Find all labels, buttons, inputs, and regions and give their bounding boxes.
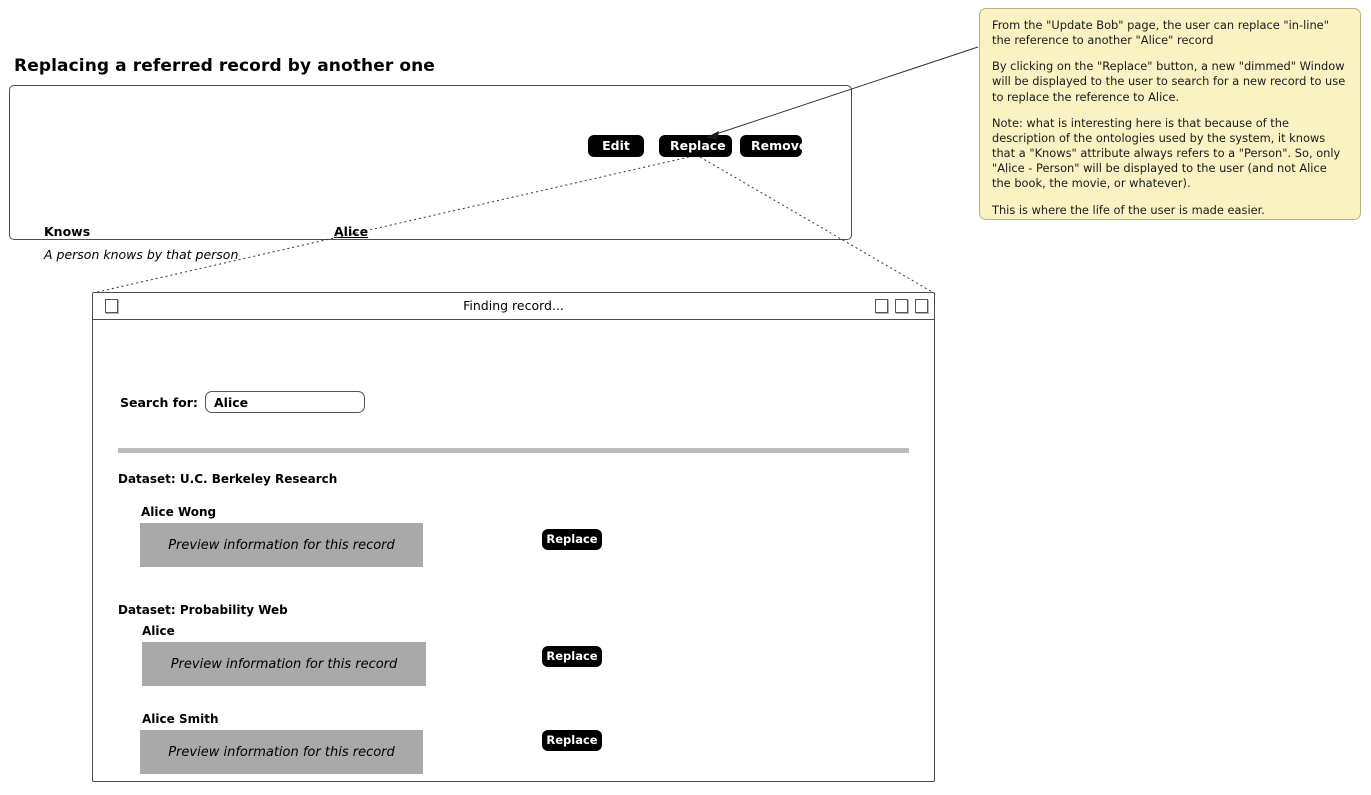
close-icon[interactable]	[915, 299, 928, 313]
annotation-paragraph: By clicking on the "Replace" button, a n…	[992, 59, 1346, 104]
dataset-title: Dataset: Probability Web	[118, 603, 288, 617]
record-preview-box: Preview information for this record	[140, 730, 423, 774]
record-preview-box: Preview information for this record	[142, 642, 426, 686]
search-input[interactable]	[205, 391, 365, 413]
annotation-paragraph: From the "Update Bob" page, the user can…	[992, 18, 1329, 48]
record-name: Alice Smith	[142, 712, 219, 726]
record-name: Alice Wong	[141, 505, 217, 519]
dialog-titlebar[interactable]: Finding record...	[93, 293, 934, 320]
record-name: Alice	[142, 624, 175, 638]
record-replace-button[interactable]: Replace	[542, 730, 602, 751]
attribute-value-link[interactable]: Alice	[334, 224, 369, 239]
record-preview-box: Preview information for this record	[140, 523, 423, 567]
edit-button[interactable]: Edit	[588, 135, 644, 157]
finding-record-dialog: Finding record... Search for: Dataset: U…	[92, 292, 935, 782]
section-divider	[118, 448, 909, 453]
record-replace-button[interactable]: Replace	[542, 529, 602, 550]
dialog-title: Finding record...	[463, 298, 564, 313]
replace-button[interactable]: Replace	[659, 135, 732, 157]
annotation-paragraph: This is where the life of the user is ma…	[992, 202, 1265, 217]
page-title: Replacing a referred record by another o…	[14, 56, 435, 76]
maximize-icon[interactable]	[895, 299, 908, 313]
window-menu-icon[interactable]	[105, 299, 118, 313]
attribute-name-label: Knows	[44, 224, 91, 239]
record-detail-panel: Knows A person knows by that person Alic…	[9, 85, 852, 262]
annotation-callout: From the "Update Bob" page, the user can…	[979, 8, 1361, 220]
attribute-description-label: A person knows by that person	[44, 247, 239, 262]
annotation-paragraph: Note: what is interesting here is that b…	[992, 115, 1341, 191]
remove-button[interactable]: Remove	[740, 135, 807, 157]
record-replace-button[interactable]: Replace	[542, 646, 602, 667]
dataset-title: Dataset: U.C. Berkeley Research	[118, 472, 338, 486]
search-label: Search for:	[120, 395, 198, 410]
dialog-body: Search for: Dataset: U.C. Berkeley Resea…	[93, 320, 934, 781]
minimize-icon[interactable]	[875, 299, 888, 313]
